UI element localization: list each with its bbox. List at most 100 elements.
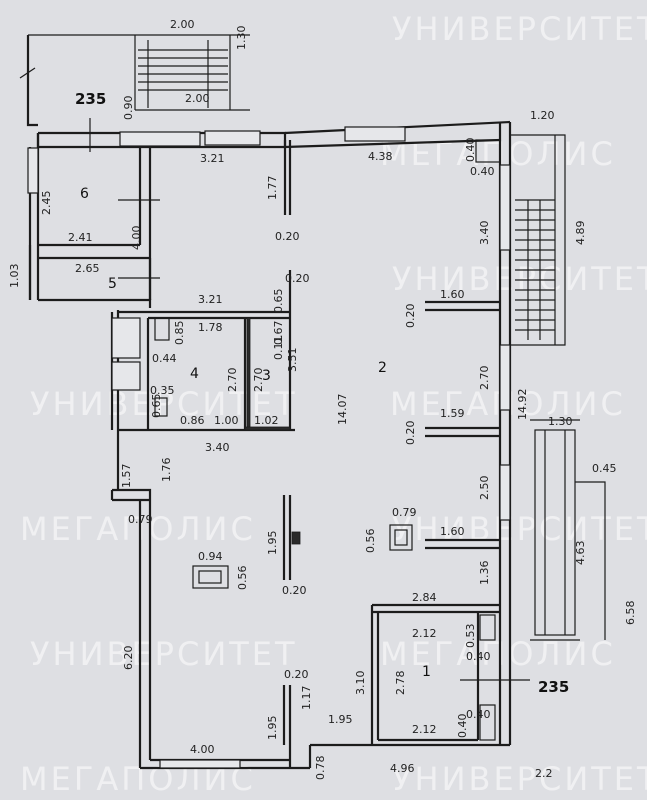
dimension-label: 4.00 [130, 226, 143, 251]
dimension-label: 2.45 [40, 191, 53, 216]
watermark-university: УНИВЕРСИТЕТ [30, 385, 298, 423]
dimension-label: 0.40 [464, 138, 477, 163]
dimension-label: 1.30 [548, 415, 573, 428]
section-marker: 235 [75, 90, 106, 108]
dimension-label: 1.00 [214, 414, 239, 427]
dimension-label: 4.89 [574, 221, 587, 246]
dimension-label: 1.60 [440, 288, 465, 301]
window [499, 164, 511, 251]
column [154, 397, 168, 417]
exterior-walls [28, 120, 512, 770]
dimension-labels-vertical: 1.30 0.90 0.40 2.45 1.77 4.00 3.40 4.89 … [8, 26, 637, 781]
dimension-label: 0.67 [272, 321, 285, 346]
dimension-label: 2.50 [478, 476, 491, 501]
column [479, 704, 496, 741]
interior-walls [38, 140, 500, 745]
window [27, 147, 39, 194]
dimension-label: 4.38 [368, 150, 393, 163]
dimension-label: 4.00 [190, 743, 215, 756]
dimension-label: 1.30 [235, 26, 248, 51]
right-exterior-stairs [510, 134, 566, 346]
dimension-label: 0.20 [404, 304, 417, 329]
room-label: 5 [108, 276, 117, 292]
dimension-label: 2.00 [185, 92, 210, 105]
watermark-megapolis: МЕГАПОЛИС [380, 135, 616, 173]
dimension-label: 0.56 [364, 529, 377, 554]
dimension-label: 0.40 [466, 650, 491, 663]
column [479, 614, 496, 641]
dimension-label: 0.45 [592, 462, 617, 475]
dimension-label: 1.36 [478, 561, 491, 586]
room-label: 6 [80, 186, 89, 202]
dimension-label: 3.40 [205, 441, 230, 454]
dimension-label: 2.84 [412, 591, 437, 604]
room-label: 1 [422, 664, 431, 680]
room-label: 2 [378, 360, 387, 376]
dimension-labels: 2.00 2.00 1.20 3.21 4.38 0.40 2.41 0.20 … [68, 18, 617, 780]
dimension-label: 2.12 [412, 627, 437, 640]
dimension-label: 0.94 [198, 550, 223, 563]
column [198, 570, 222, 584]
dimension-label: 3.21 [198, 293, 223, 306]
dimension-label: 3.51 [286, 348, 299, 373]
section-marker: 235 [538, 678, 569, 696]
stair-steps-top [138, 40, 228, 108]
dimension-label: 1.57 [120, 464, 133, 489]
dimension-label: 14.07 [336, 394, 349, 426]
dimension-label: 4.63 [574, 541, 587, 566]
dimension-label: 3.40 [478, 221, 491, 246]
dimension-label: 1.60 [440, 525, 465, 538]
dimension-label: 2.00 [170, 18, 195, 31]
column [475, 139, 501, 163]
column [291, 531, 301, 545]
room-label: 4 [190, 366, 199, 382]
window [204, 130, 261, 146]
dimension-label: 1.95 [266, 716, 279, 741]
dimension-label: 0.20 [284, 668, 309, 681]
dimension-label: 0.20 [404, 421, 417, 446]
dimension-label: 1.17 [300, 686, 313, 711]
dimension-label: 1.20 [530, 109, 555, 122]
dimension-label: 1.03 [8, 264, 21, 289]
watermark-university: УНИВЕРСИТЕТ [30, 635, 298, 673]
window [344, 126, 406, 142]
dimension-label: 3.10 [354, 671, 367, 696]
watermark-university: УНИВЕРСИТЕТ [392, 10, 647, 48]
column [154, 317, 170, 341]
window [119, 131, 201, 147]
dimension-label: 1.76 [160, 458, 173, 483]
dimension-label: 2.12 [412, 723, 437, 736]
dimension-label: 1.95 [266, 531, 279, 556]
dimension-label: 1.59 [440, 407, 465, 420]
dimension-label: 2.41 [68, 231, 93, 244]
dimension-label: 0.79 [128, 513, 153, 526]
dimension-label: 2.78 [394, 671, 407, 696]
dimension-label: 0.40 [470, 165, 495, 178]
column [192, 565, 229, 589]
dimension-label: 0.78 [314, 756, 327, 781]
dimension-label: 0.20 [275, 230, 300, 243]
dimension-label: 1.02 [254, 414, 279, 427]
dimension-label: 6.20 [122, 646, 135, 671]
dimension-label: 0.11 [272, 336, 285, 361]
top-annex [19, 34, 250, 127]
dimension-label: 0.65 [272, 289, 285, 314]
room-label: 3 [262, 368, 271, 384]
dimension-label: 1.77 [266, 176, 279, 201]
dimension-label: 0.85 [173, 321, 186, 346]
dimension-label: 0.56 [236, 566, 249, 591]
dimension-label: 0.65 [150, 394, 163, 419]
windows [27, 126, 511, 769]
dimension-label: 0.40 [456, 714, 469, 739]
dimension-label: 1.95 [328, 713, 353, 726]
dimension-label: 0.90 [122, 96, 135, 121]
window [111, 317, 141, 359]
dimension-label: 0.40 [466, 708, 491, 721]
dimension-label: 4.96 [390, 762, 415, 775]
dimension-label: 2.2 [535, 767, 553, 780]
column [394, 529, 408, 546]
watermark-university: УНИВЕРСИТЕТ [392, 760, 647, 798]
dimension-label: 0.86 [180, 414, 205, 427]
right-ramp [530, 419, 606, 641]
